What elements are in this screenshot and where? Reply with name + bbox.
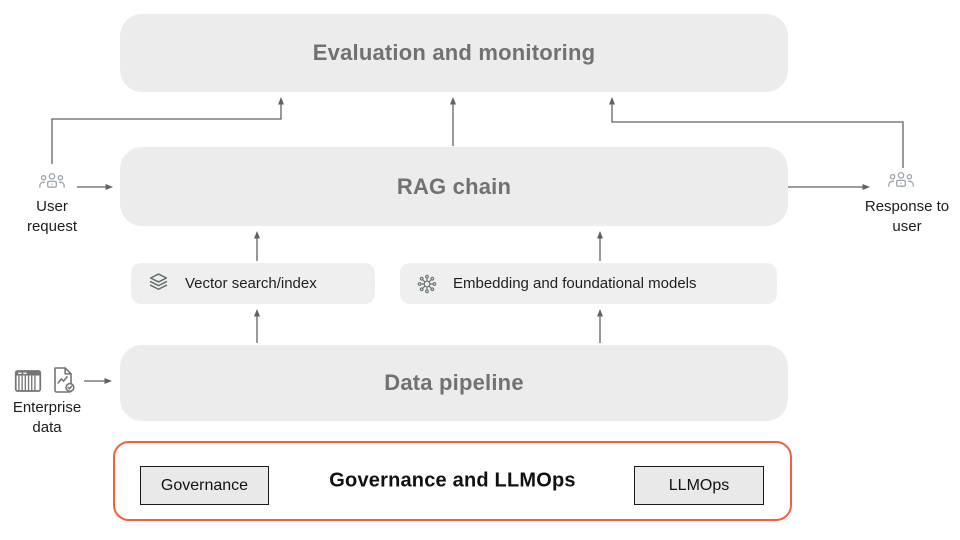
document-chart-icon [47,364,79,396]
node-rag-chain: RAG chain [120,147,788,226]
llmops-chip-label: LLMOps [668,476,730,494]
node-pipeline-label: Data pipeline [384,370,524,395]
node-evaluation-monitoring: Evaluation and monitoring [120,14,788,92]
groups-icon [887,168,915,196]
node-embed-label: Embedding and foundational models [453,275,697,292]
table-icon [12,365,44,397]
node-vector-label: Vector search/index [185,275,317,292]
governance-title: Governance and LLMOps [329,469,576,492]
layers-icon [145,270,172,297]
network-icon [414,271,440,297]
node-data-pipeline: Data pipeline [120,345,788,421]
user-request-label: User request [26,198,78,235]
node-embedding-models: Embedding and foundational models [400,263,777,304]
governance-chip-label: Governance [160,476,249,494]
node-evaluation-label: Evaluation and monitoring [312,40,596,65]
llmops-chip: LLMOps [634,466,764,505]
governance-llmops-container: Governance Governance and LLMOps LLMOps [113,441,792,521]
enterprise-data-label: Enterprise data [12,399,82,436]
response-to-user-label: Response to user [864,198,950,235]
governance-chip: Governance [140,466,269,505]
groups-icon [38,169,66,197]
node-rag-label: RAG chain [396,173,512,199]
node-vector-search: Vector search/index [131,263,375,304]
